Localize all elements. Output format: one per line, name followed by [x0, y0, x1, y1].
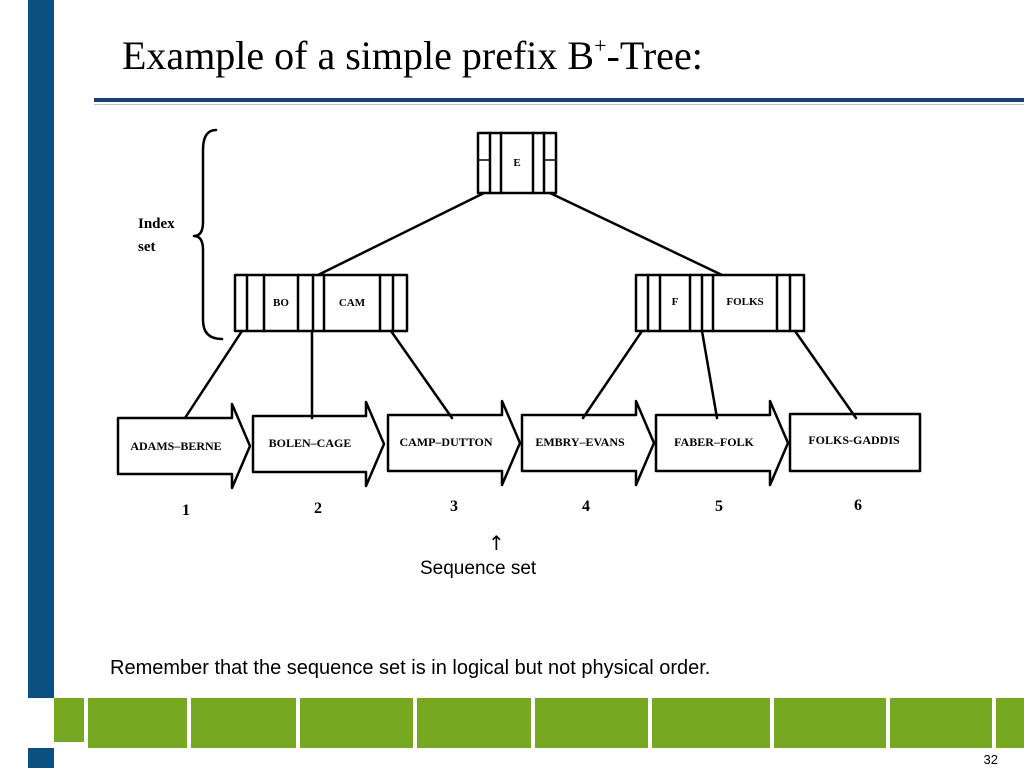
leaf-node-2 [251, 400, 386, 488]
edge-idx2-leaf5 [700, 329, 719, 420]
sequence-set-arrow-icon: ↑ [488, 531, 505, 555]
leaf-node-6 [788, 412, 922, 473]
index-node-1 [233, 273, 409, 333]
leaf-number-1: 1 [182, 502, 190, 519]
index-node-1-key-2: CAM [339, 297, 366, 309]
leaf-label-5: FABER–FOLK [674, 435, 754, 449]
leaf-number-6: 6 [854, 497, 862, 514]
leaf-number-5: 5 [715, 498, 723, 515]
footer-band-cell [417, 698, 531, 748]
edge-root-left [316, 191, 486, 277]
root-key-1: E [513, 157, 520, 169]
index-node-2-key-1: F [672, 296, 679, 308]
leaf-label-1: ADAMS–BERNE [130, 439, 221, 453]
edge-idx2-leaf4 [581, 329, 644, 420]
slide-title: Example of a simple prefix B+-Tree: [122, 30, 703, 82]
footer-band-cell [300, 698, 413, 748]
index-node-2 [634, 273, 806, 333]
index-node-2-key-2: FOLKS [726, 296, 763, 308]
leaf-label-4: EMBRY–EVANS [535, 435, 625, 449]
leaf-node-3 [386, 399, 522, 487]
edge-idx1-leaf1 [183, 329, 244, 420]
leaf-node-1 [116, 402, 252, 490]
footer-band-cell [88, 698, 187, 748]
footer-band-cell [774, 698, 886, 748]
sequence-set-label: Sequence set [420, 558, 537, 579]
left-accent-bar [28, 0, 54, 768]
title-underline [94, 98, 1024, 102]
edge-idx2-leaf6 [793, 329, 858, 420]
page-number: 32 [983, 752, 998, 767]
leaf-number-2: 2 [314, 500, 322, 517]
leaf-number-3: 3 [450, 498, 458, 515]
index-node-1-key-1: BO [273, 297, 289, 309]
title-text: Example of a simple prefix B [122, 33, 595, 78]
index-set-label-line2: set [138, 239, 156, 255]
footnote-text: Remember that the sequence set is in log… [110, 657, 711, 679]
index-set-label-line1: Index [138, 216, 175, 232]
leaf-label-3: CAMP–DUTTON [399, 435, 492, 449]
leaf-node-5 [654, 399, 790, 487]
footer-band-cell [54, 698, 84, 742]
footer-band-cell [652, 698, 770, 748]
footer-band-cell [996, 698, 1024, 748]
root-node [476, 131, 558, 195]
footer-band-cell [191, 698, 296, 748]
index-set-brace [192, 128, 224, 341]
title-suffix: -Tree: [606, 33, 703, 78]
title-superscript: + [594, 33, 607, 58]
leaf-node-4 [520, 399, 656, 487]
leaf-label-6: FOLKS-GADDIS [808, 433, 900, 447]
title-underline-shadow [94, 104, 1024, 105]
leaf-label-2: BOLEN–CAGE [269, 436, 352, 450]
leaf-number-4: 4 [582, 498, 590, 515]
footer-band-cell [535, 698, 648, 748]
footer-band [0, 698, 1024, 748]
edge-idx1-leaf3 [389, 329, 454, 420]
footer-band-cell [890, 698, 992, 748]
edge-root-right [548, 191, 724, 277]
